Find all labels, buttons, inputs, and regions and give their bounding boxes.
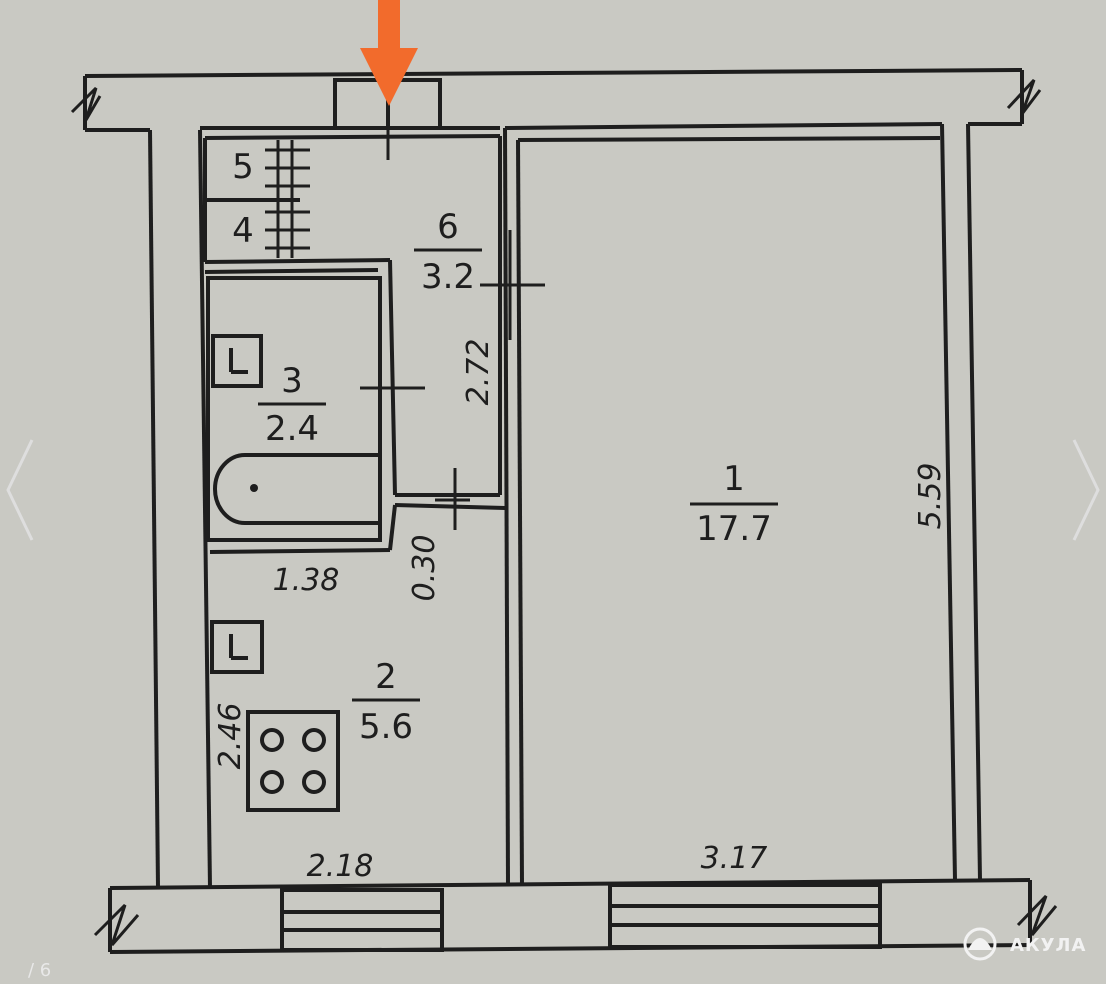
bath-width-dimension: 1.38 [273, 563, 340, 598]
living-room-partition [503, 122, 943, 886]
living-room-window [608, 883, 882, 949]
hall-length-dimension: 2.72 [461, 339, 496, 406]
bathtub-icon [213, 453, 380, 525]
closet-shelves [265, 140, 310, 258]
bathroom-sink-icon [211, 334, 263, 388]
right-wall [940, 123, 982, 881]
room-3-number: 3 [281, 361, 303, 401]
room-6-area: 3.2 [421, 257, 475, 297]
room-3-area: 2.4 [265, 409, 319, 449]
top-wall [70, 68, 1042, 132]
room-2-area: 5.6 [359, 707, 413, 747]
next-image-chevron-icon[interactable] [1072, 439, 1100, 541]
stove-icon [246, 710, 340, 812]
kitchen-width-dimension: 2.18 [307, 849, 374, 884]
living-length-dimension: 5.59 [913, 463, 948, 530]
room-2-number: 2 [375, 657, 397, 697]
gap-dimension: 0.30 [407, 535, 442, 602]
entrance-arrow-icon [360, 0, 418, 106]
kitchen-length-dimension: 2.46 [213, 703, 248, 770]
door-swing-marks [360, 110, 545, 530]
watermark-logo [963, 927, 997, 961]
kitchen-sink-icon [210, 620, 264, 674]
living-width-dimension: 3.17 [701, 841, 768, 876]
room-6-number: 6 [437, 207, 459, 247]
closet-5-number: 5 [232, 147, 254, 187]
bathtub-drain-icon [250, 484, 258, 492]
closet-4-number: 4 [232, 211, 254, 251]
page-indicator: / 6 [28, 960, 51, 981]
watermark-brand: АКУЛА [1010, 935, 1086, 956]
prev-image-chevron-icon[interactable] [6, 439, 34, 541]
room-1-area: 17.7 [696, 509, 772, 549]
left-wall [148, 129, 212, 889]
room-1-number: 1 [723, 459, 745, 499]
hall-walls [203, 134, 502, 495]
kitchen-window [280, 888, 444, 952]
